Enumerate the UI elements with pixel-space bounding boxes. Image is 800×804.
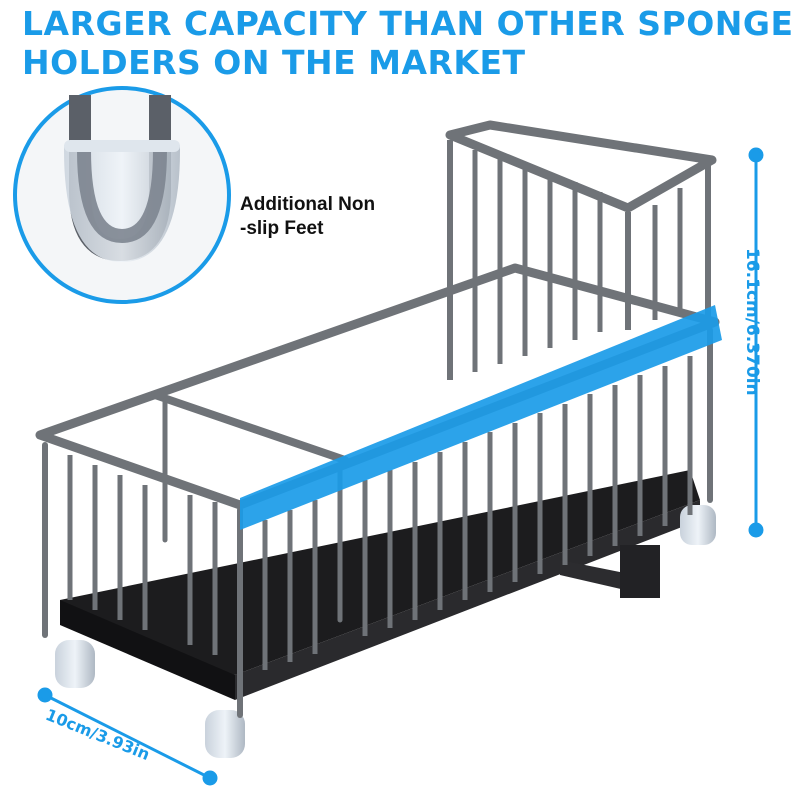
foot-closeup: [13, 86, 231, 304]
width-dimension-line: [37, 687, 218, 786]
front-wires: [67, 356, 693, 670]
headline: LARGER CAPACITY THAN OTHER SPONGE HOLDER…: [22, 4, 794, 82]
length-band: [240, 305, 722, 530]
feature-line-1: Additional Non: [240, 194, 376, 215]
feature-line-2: -slip Feet: [240, 218, 324, 239]
headline-line-1: LARGER CAPACITY THAN OTHER SPONGE: [22, 4, 794, 43]
headline-line-2: HOLDERS ON THE MARKET: [22, 43, 526, 82]
drain-tray: [60, 470, 700, 700]
non-slip-feet: [55, 505, 716, 758]
height-dimension-line: [748, 147, 764, 538]
feature-callout: Additional Non -slip Feet: [240, 193, 430, 241]
height-label: 16.1cm/6.370in: [742, 248, 762, 396]
utensil-holder: [445, 120, 717, 380]
